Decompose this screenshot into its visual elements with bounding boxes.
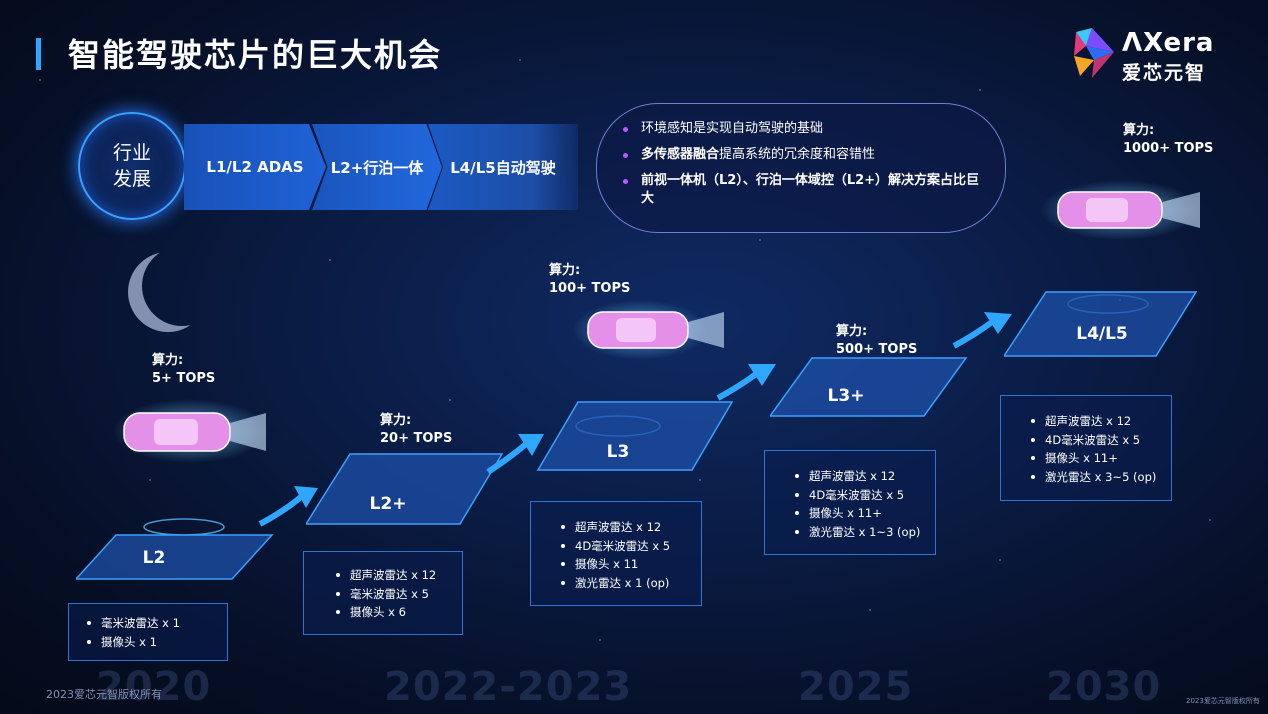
spec-item: 激光雷达 x 3~5 (op) [1029, 468, 1171, 487]
compute-l4l5: 算力: 1000+ TOPS [1123, 122, 1213, 158]
highlight-bold-text: 多传感器融合 [641, 147, 720, 162]
copyright-left: 2023爱芯元智版权所有 [46, 688, 162, 701]
spec-box-l3: 超声波雷达 x 12 4D毫米波雷达 x 5 摄像头 x 11 激光雷达 x 1… [530, 501, 702, 606]
spec-box-l4l5: 超声波雷达 x 12 4D毫米波雷达 x 5 摄像头 x 11+ 激光雷达 x … [1000, 395, 1172, 501]
spec-item: 摄像头 x 1 [85, 633, 227, 652]
platform-l3 [536, 401, 734, 471]
stage-label: L4/L5自动驾驶 [450, 158, 556, 177]
spec-item: 毫米波雷达 x 1 [85, 614, 227, 633]
platform-l4l5 [1004, 291, 1198, 357]
compute-l3: 算力: 100+ TOPS [549, 262, 630, 298]
compute-l3plus: 算力: 500+ TOPS [836, 323, 917, 359]
stage-label: L1/L2 ADAS [206, 158, 304, 176]
level-label-l3: L3 [606, 442, 630, 462]
spec-item: 摄像头 x 11+ [793, 504, 935, 523]
stage-l4-l5: L4/L5自动驾驶 [428, 124, 578, 210]
copyright-right: 2023爱芯元智版权所有 [1186, 697, 1260, 705]
highlight-item: 前视一体机（L2）、行泊一体域控（L2+）解决方案占比巨大 [623, 172, 991, 208]
compute-l2: 算力: 5+ TOPS [152, 352, 215, 388]
spec-item: 4D毫米波雷达 x 5 [559, 537, 701, 556]
highlight-bold-text: 前视一体机（L2）、行泊一体域控（L2+）解决方案占比巨大 [641, 173, 980, 206]
spec-item: 超声波雷达 x 12 [1029, 412, 1171, 431]
compute-value: 500+ TOPS [836, 342, 918, 357]
compute-title: 算力: [549, 263, 581, 278]
level-label-l4l5: L4/L5 [1076, 324, 1128, 344]
progress-arrow-icon [716, 364, 776, 401]
stage-label: L2+行泊一体 [330, 158, 424, 177]
year-2025: 2025 [798, 664, 914, 710]
car-icon [112, 399, 268, 463]
axera-logo-icon [1074, 28, 1114, 78]
stage-l2plus: L2+行泊一体 [312, 124, 442, 210]
crescent-moon-icon [128, 252, 208, 332]
platform-l3plus [770, 357, 968, 417]
spec-box-l3plus: 超声波雷达 x 12 4D毫米波雷达 x 5 摄像头 x 11+ 激光雷达 x … [764, 450, 936, 555]
spec-item: 摄像头 x 11 [559, 555, 701, 574]
compute-value: 100+ TOPS [549, 281, 631, 296]
level-label-l3plus: L3+ [827, 386, 865, 406]
year-2030: 2030 [1046, 664, 1162, 710]
car-icon [572, 300, 724, 360]
car-icon [1040, 180, 1200, 240]
stage-l1-l2-adas: L1/L2 ADAS [184, 124, 326, 210]
spec-item: 超声波雷达 x 12 [559, 518, 701, 537]
platform-l2 [76, 518, 274, 580]
spec-box-l2plus: 超声波雷达 x 12 毫米波雷达 x 5 摄像头 x 6 [303, 551, 463, 635]
spec-item: 毫米波雷达 x 5 [334, 585, 462, 604]
highlight-text: 环境感知是实现自动驾驶的基础 [641, 121, 824, 136]
level-label-l2plus: L2+ [369, 494, 407, 514]
year-2020: 2020 [96, 664, 212, 710]
company-logo: ΛXera 爱芯元智 [1070, 26, 1230, 84]
spec-item: 激光雷达 x 1 (op) [559, 574, 701, 593]
page-title: 智能驾驶芯片的巨大机会 [68, 36, 443, 74]
highlight-item: 多传感器融合提高系统的冗余度和容错性 [623, 146, 991, 164]
compute-title: 算力: [1123, 123, 1155, 138]
highlight-text: 提高系统的冗余度和容错性 [719, 147, 876, 162]
level-label-l2: L2 [142, 548, 166, 568]
compute-title: 算力: [836, 324, 868, 339]
compute-value: 1000+ TOPS [1123, 141, 1214, 156]
compute-value: 5+ TOPS [152, 371, 216, 386]
compute-title: 算力: [380, 413, 412, 428]
compute-value: 20+ TOPS [380, 431, 453, 446]
compute-title: 算力: [152, 353, 184, 368]
spec-item: 摄像头 x 6 [334, 603, 462, 622]
spec-item: 摄像头 x 11+ [1029, 449, 1171, 468]
spec-item: 超声波雷达 x 12 [334, 566, 462, 585]
spec-item: 4D毫米波雷达 x 5 [793, 486, 935, 505]
highlight-item: 环境感知是实现自动驾驶的基础 [623, 120, 991, 138]
spec-item: 超声波雷达 x 12 [793, 467, 935, 486]
progress-arrow-icon [486, 434, 544, 475]
spec-item: 4D毫米波雷达 x 5 [1029, 431, 1171, 450]
spec-item: 激光雷达 x 1~3 (op) [793, 523, 935, 542]
highlights-bubble: 环境感知是实现自动驾驶的基础 多传感器融合提高系统的冗余度和容错性 前视一体机（… [596, 103, 1006, 233]
spec-box-l2: 毫米波雷达 x 1 摄像头 x 1 [68, 603, 228, 661]
industry-development-circle: 行业 发展 [78, 112, 186, 220]
progress-arrow-icon [952, 312, 1012, 349]
industry-development-label: 行业 发展 [112, 142, 151, 190]
title-accent-bar [36, 38, 41, 70]
compute-l2plus: 算力: 20+ TOPS [380, 412, 452, 448]
progress-arrow-icon [258, 486, 318, 527]
logo-text-cn: 爱芯元智 [1122, 62, 1207, 84]
year-2022-2023: 2022-2023 [384, 664, 633, 710]
platform-l2plus [306, 453, 504, 525]
logo-text-en: ΛXera [1122, 28, 1215, 58]
